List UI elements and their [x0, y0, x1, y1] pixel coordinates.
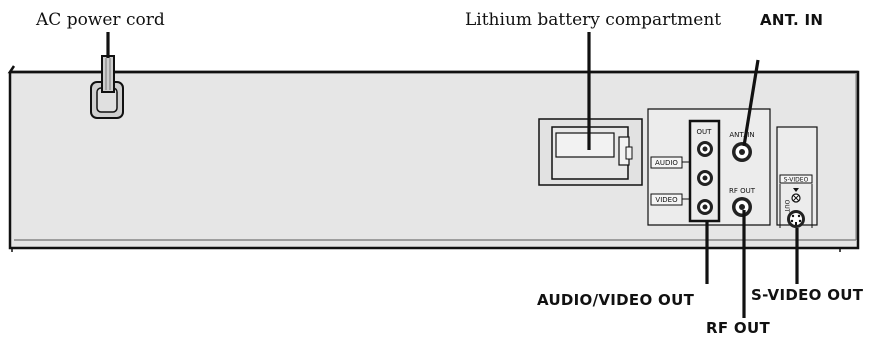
audio-video-out-frame	[688, 119, 721, 223]
lithium-battery-label: Lithium battery compartment	[465, 10, 721, 30]
audio-video-out-label: AUDIO/VIDEO OUT	[537, 291, 695, 309]
panel-audio-label: AUDIO	[655, 159, 678, 167]
chassis	[7, 65, 860, 252]
s-video-out-label: S-VIDEO OUT	[751, 286, 864, 304]
panel-video-label: VIDEO	[655, 196, 678, 204]
ant-in-leader-line	[742, 59, 760, 147]
panel-s-video-label: S-VIDEO	[784, 177, 809, 184]
ac-power-cord	[90, 32, 124, 119]
panel-ant-in-label: ANT. IN	[729, 131, 754, 139]
s-video-jack	[787, 210, 805, 228]
s-video-ground-screw-icon	[791, 193, 801, 203]
ant-in-label: ANT. IN	[760, 11, 823, 29]
rf-out-label: RF OUT	[706, 319, 770, 337]
panel-rf-out-label: RF OUT	[729, 187, 756, 195]
video-jack	[697, 199, 713, 215]
battery-compartment	[538, 32, 643, 186]
ant-in-jack	[732, 142, 752, 162]
audio-jack-lower	[697, 170, 713, 186]
audio-jack-upper	[697, 141, 713, 157]
rf-out-jack	[732, 197, 752, 217]
ac-power-cord-label: AC power cord	[35, 10, 165, 30]
panel-out-label: OUT	[697, 128, 713, 136]
av-jack-panel	[647, 108, 771, 226]
s-video-panel	[776, 126, 818, 228]
panel-out-vertical-label: OUT	[783, 200, 790, 213]
